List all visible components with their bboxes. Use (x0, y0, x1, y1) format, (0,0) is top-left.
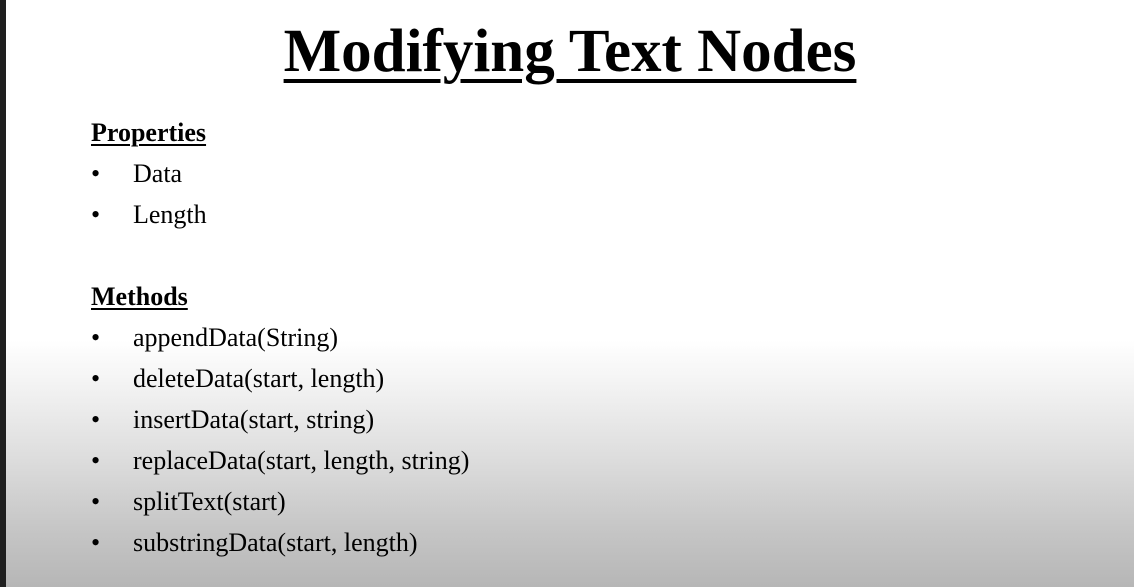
list-item-text: substringData(start, length) (133, 528, 418, 557)
list-item-text: appendData(String) (133, 323, 339, 352)
list-item-text: Length (133, 200, 207, 229)
bullet-icon: • (91, 528, 101, 557)
bullet-icon: • (91, 487, 101, 516)
list-item-text: replaceData(start, length, string) (133, 446, 470, 475)
slide: Modifying Text Nodes Properties • Data •… (6, 0, 1134, 587)
bullet-icon: • (91, 364, 101, 393)
methods-heading: Methods (91, 282, 188, 311)
list-item-text: Data (133, 159, 183, 188)
list-item-text: deleteData(start, length) (133, 364, 385, 393)
slide-title: Modifying Text Nodes (283, 18, 857, 85)
bullet-icon: • (91, 200, 101, 229)
list-item-text: splitText(start) (133, 487, 286, 516)
properties-heading: Properties (91, 118, 207, 147)
list-item-text: insertData(start, string) (133, 405, 375, 434)
bullet-icon: • (91, 159, 101, 188)
bullet-icon: • (91, 446, 101, 475)
bullet-icon: • (91, 323, 101, 352)
bullet-icon: • (91, 405, 101, 434)
